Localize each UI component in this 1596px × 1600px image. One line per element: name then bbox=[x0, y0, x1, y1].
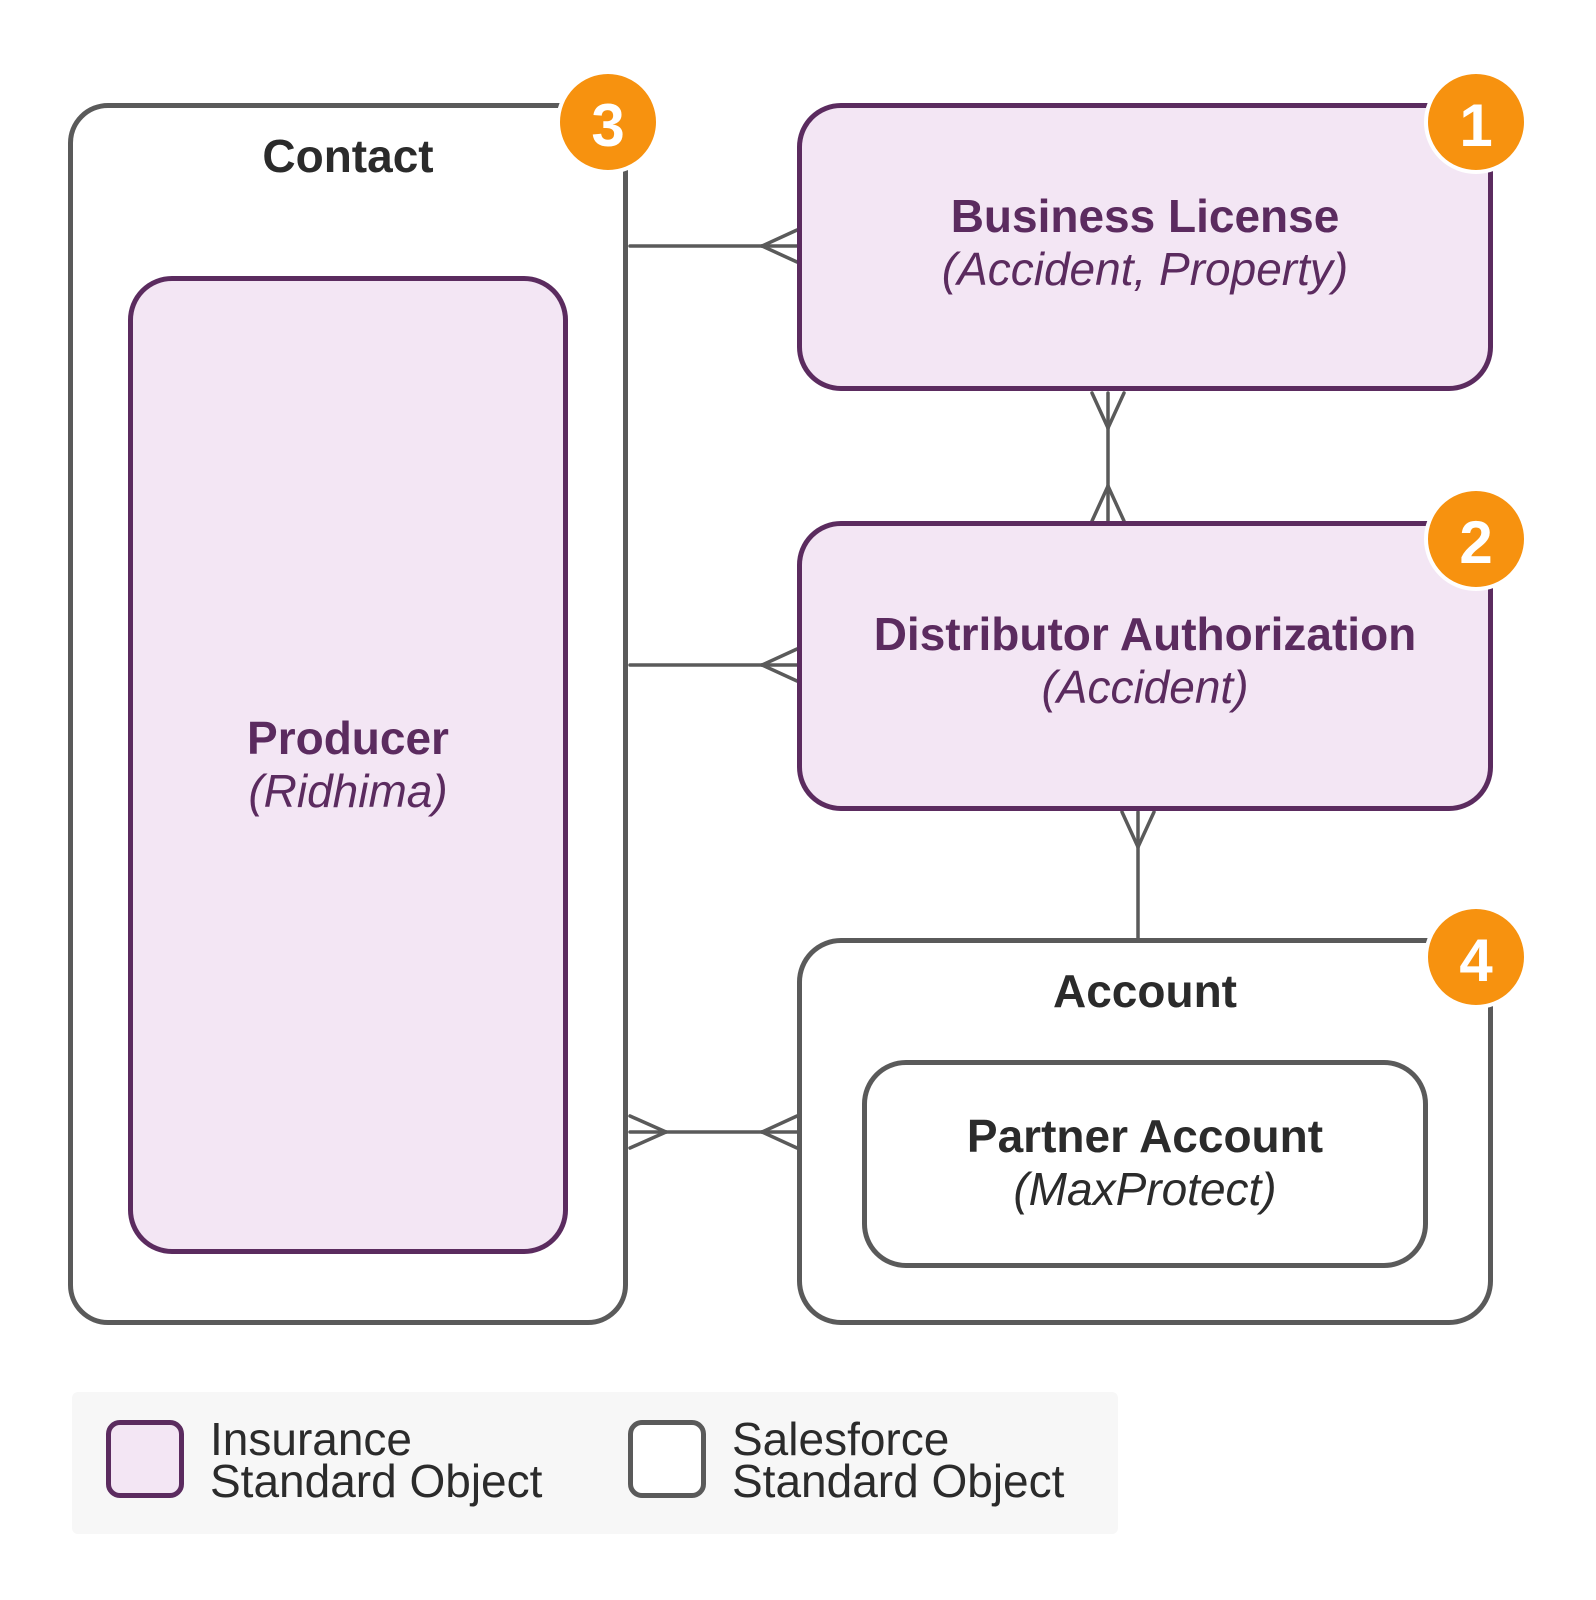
legend-insurance-swatch bbox=[106, 1420, 184, 1498]
contact-title: Contact bbox=[262, 130, 434, 182]
legend-insurance-line1: Insurance bbox=[210, 1413, 413, 1465]
legend-insurance-line2: Standard Object bbox=[210, 1455, 543, 1507]
distributor-authorization-box[interactable] bbox=[797, 521, 1493, 811]
badge-account: 4 bbox=[1424, 905, 1528, 1009]
connector-business-license-distributor-authorization bbox=[1090, 391, 1126, 523]
legend: Insurance Standard Object Salesforce Sta… bbox=[72, 1392, 1118, 1534]
partner-account-subtitle: (MaxProtect) bbox=[1013, 1162, 1277, 1215]
connector-contact-business-license bbox=[628, 228, 799, 264]
connector-distributor-authorization-account bbox=[1120, 810, 1156, 942]
legend-salesforce-text: Salesforce Standard Object bbox=[732, 1413, 1065, 1507]
distributor-authorization-title: Distributor Authorization bbox=[873, 608, 1417, 660]
legend-salesforce-line2: Standard Object bbox=[732, 1455, 1065, 1507]
badge-distributor-authorization: 2 bbox=[1424, 487, 1528, 591]
partner-account-label: Partner Account (MaxProtect) bbox=[862, 1110, 1428, 1216]
contact-title-label: Contact bbox=[68, 130, 628, 183]
business-license-subtitle: (Accident, Property) bbox=[941, 242, 1349, 295]
business-license-title: Business License bbox=[950, 190, 1340, 242]
producer-box[interactable] bbox=[128, 276, 568, 1254]
distributor-authorization-subtitle: (Accident) bbox=[1041, 660, 1249, 713]
badge-business-license: 1 bbox=[1424, 70, 1528, 174]
business-license-box[interactable] bbox=[797, 103, 1493, 391]
account-title: Account bbox=[1053, 965, 1237, 1017]
distributor-authorization-label: Distributor Authorization (Accident) bbox=[797, 608, 1493, 714]
legend-salesforce-swatch bbox=[628, 1420, 706, 1498]
producer-title: Producer bbox=[247, 712, 449, 764]
badge-contact: 3 bbox=[556, 70, 660, 174]
partner-account-box[interactable] bbox=[862, 1060, 1428, 1268]
partner-account-title: Partner Account bbox=[966, 1110, 1324, 1162]
producer-label: Producer (Ridhima) bbox=[128, 712, 568, 818]
connector-contact-account bbox=[628, 1114, 799, 1150]
account-title-label: Account bbox=[797, 965, 1493, 1018]
business-license-label: Business License (Accident, Property) bbox=[797, 190, 1493, 296]
legend-insurance-text: Insurance Standard Object bbox=[210, 1413, 543, 1507]
connector-contact-distributor-authorization bbox=[628, 647, 799, 683]
producer-subtitle: (Ridhima) bbox=[248, 764, 448, 817]
legend-salesforce-line1: Salesforce bbox=[732, 1413, 950, 1465]
